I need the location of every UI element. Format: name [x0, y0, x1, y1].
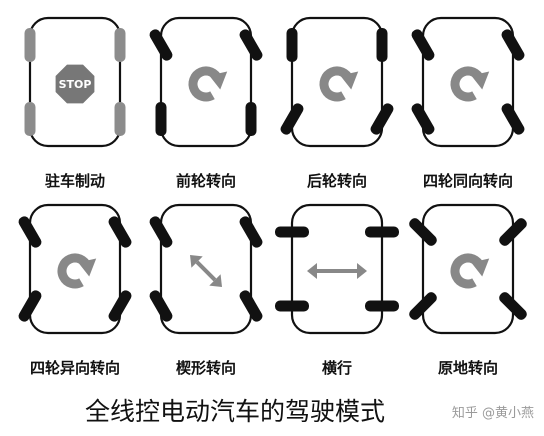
- mode-lateral-diagram: [275, 203, 399, 335]
- wheel-front-left: [286, 28, 298, 62]
- mode-label: 楔形转向: [175, 359, 236, 377]
- wheel-rear-right: [239, 290, 263, 322]
- wheel-front-left: [275, 226, 309, 238]
- mode-label: 前轮转向: [175, 172, 236, 190]
- wheel-rear-left: [155, 102, 167, 136]
- mode-parked-diagram: STOP: [24, 16, 126, 148]
- wheel-rear-right: [499, 292, 527, 320]
- watermark: 知乎 @黄小燕: [451, 406, 534, 421]
- wheel-rear-left: [275, 300, 309, 312]
- mode-label: 横行: [321, 359, 352, 377]
- mode-opposite-phase-diagram: [18, 203, 132, 335]
- stop-icon: STOP: [55, 64, 95, 104]
- caption: 全线控电动汽车的驾驶模式: [84, 397, 385, 426]
- wheel-rear-left: [18, 290, 42, 322]
- wheel-front-right: [108, 216, 132, 248]
- wheel-rear-right: [108, 290, 132, 322]
- wheel-front-left: [18, 216, 42, 248]
- mode-rear-steer-diagram: [280, 16, 394, 148]
- wheel-rear-left: [149, 290, 173, 322]
- wheel-rear-right: [370, 103, 394, 135]
- mode-same-phase-diagram: [411, 16, 525, 148]
- car-body-outline: [421, 203, 515, 335]
- wheel-front-left: [24, 28, 36, 62]
- horizontal-icon: [307, 263, 367, 279]
- rotate-icon: [450, 66, 490, 102]
- wheel-front-left: [411, 29, 435, 61]
- rotate-icon: [57, 253, 97, 289]
- rotate-icon: [319, 66, 359, 102]
- stop-sign-text: STOP: [59, 78, 92, 91]
- wheel-rear-right: [245, 102, 257, 136]
- diagonal-icon: [190, 255, 222, 287]
- wheel-front-left: [149, 29, 173, 61]
- car-body-outline: [28, 16, 122, 148]
- car-body-outline: [290, 203, 384, 335]
- mode-label: 四轮异向转向: [29, 359, 120, 377]
- wheel-front-left: [409, 218, 437, 246]
- mode-label: 后轮转向: [306, 172, 367, 190]
- car-body-outline: [159, 203, 253, 335]
- wheel-rear-left: [280, 103, 304, 135]
- wheel-front-right: [376, 28, 388, 62]
- mode-crab-diagram: [149, 203, 263, 335]
- wheel-front-left: [149, 216, 173, 248]
- wheel-front-right: [239, 29, 263, 61]
- wheel-rear-left: [409, 292, 437, 320]
- wheel-front-right: [239, 216, 263, 248]
- rotate-icon: [188, 66, 228, 102]
- mode-pivot-diagram: [409, 203, 527, 335]
- car-body-outline: [159, 16, 253, 148]
- wheel-rear-right: [365, 300, 399, 312]
- wheel-rear-left: [24, 102, 36, 136]
- car-body-outline: [290, 16, 384, 148]
- wheel-rear-right: [114, 102, 126, 136]
- wheel-front-right: [499, 218, 527, 246]
- rotate-icon: [450, 253, 490, 289]
- wheel-front-right: [365, 226, 399, 238]
- mode-label: 原地转向: [437, 359, 498, 377]
- wheel-rear-left: [411, 103, 435, 135]
- car-body-outline: [421, 16, 515, 148]
- wheel-rear-right: [501, 103, 525, 135]
- mode-front-steer-diagram: [149, 16, 263, 148]
- wheel-front-right: [114, 28, 126, 62]
- car-body-outline: [28, 203, 122, 335]
- wheel-front-right: [501, 29, 525, 61]
- mode-label: 驻车制动: [44, 172, 105, 190]
- mode-label: 四轮同向转向: [422, 172, 513, 190]
